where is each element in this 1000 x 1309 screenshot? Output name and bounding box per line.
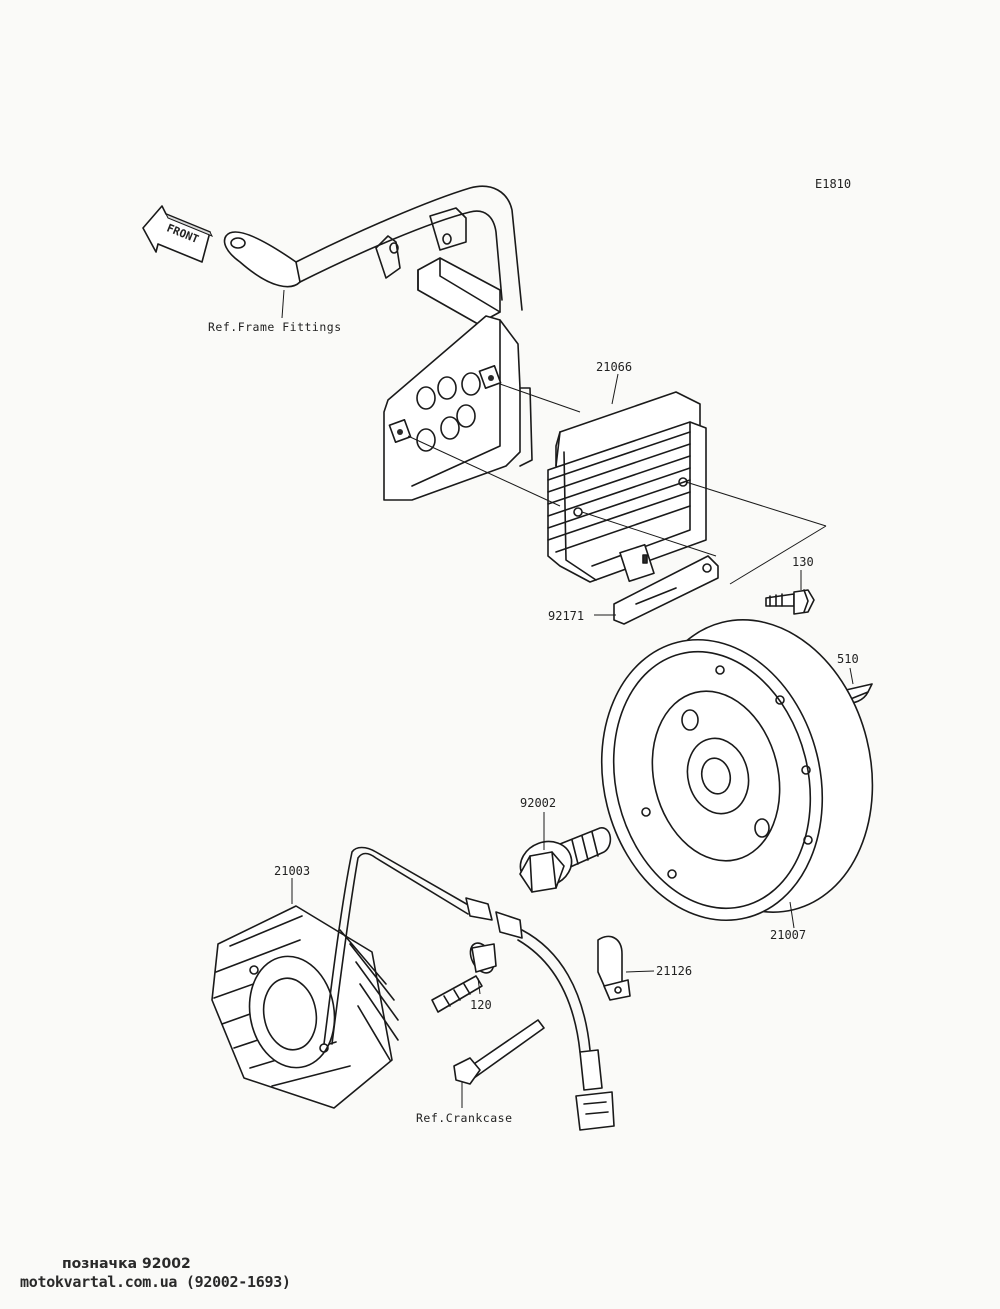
- bracket: [613, 555, 719, 625]
- part-number-120: 120: [470, 998, 492, 1012]
- part-number-130: 130: [792, 555, 814, 569]
- stator: [211, 905, 399, 1109]
- part-number-21066: 21066: [596, 360, 632, 374]
- footer-title: позначка 92002: [62, 1256, 191, 1272]
- part-number-92002: 92002: [520, 796, 556, 810]
- wire-clamp: [597, 935, 631, 1001]
- frame-fittings: [223, 185, 533, 501]
- regulator-bolt: [765, 589, 815, 615]
- crankcase-bolt: [453, 1019, 545, 1085]
- diagram-code: E1810: [815, 177, 851, 191]
- part-number-21007: 21007: [770, 928, 806, 942]
- part-number-21003: 21003: [274, 864, 310, 878]
- ref-frame-fittings-label: Ref.Frame Fittings: [208, 320, 342, 334]
- footer: позначка 92002 motokvartal.com.ua (92002…: [20, 1256, 291, 1292]
- regulator-rectifier: [547, 391, 707, 583]
- footer-site: motokvartal.com.ua (92002-1693): [20, 1273, 291, 1291]
- ref-crankcase-label: Ref.Crankcase: [416, 1111, 513, 1125]
- flywheel-bolt: [519, 827, 612, 893]
- part-number-510: 510: [837, 652, 859, 666]
- part-number-92171: 92171: [548, 609, 584, 623]
- flywheel-rotor: [600, 619, 874, 922]
- front-arrow-icon: FRONT: [142, 205, 214, 263]
- stator-bolt: [431, 942, 497, 1013]
- mounting-lines: [407, 383, 827, 585]
- part-number-21126: 21126: [656, 964, 692, 978]
- stator-wire-harness: [323, 846, 615, 1131]
